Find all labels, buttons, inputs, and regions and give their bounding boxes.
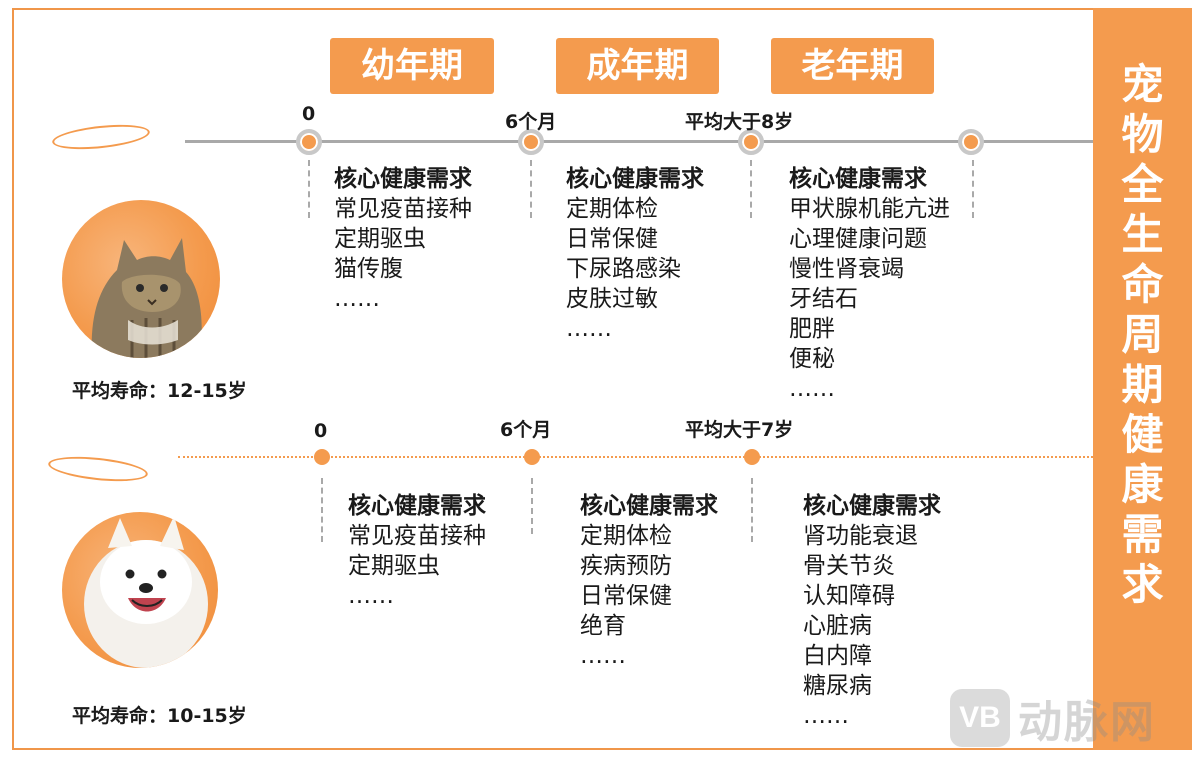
watermark-text: 动脉网 <box>1018 697 1156 748</box>
dog-tick-0: 0 <box>314 420 328 442</box>
dog-lifespan: 平均寿命：10-15岁 <box>72 705 247 727</box>
side-title-bar <box>1093 8 1192 750</box>
need-item: 猫传腹 <box>334 256 403 282</box>
need-item: 白内障 <box>803 643 872 669</box>
stage-tab-juvenile: 幼年期 <box>330 38 494 94</box>
need-item: 定期驱虫 <box>348 553 440 579</box>
cat-tick-8y: 平均大于8岁 <box>685 111 794 133</box>
side-title-char: 需 <box>1121 510 1164 559</box>
need-item: 骨关节炎 <box>803 553 895 579</box>
needs-heading: 核心健康需求 <box>334 166 472 192</box>
side-title-char: 全 <box>1121 160 1164 209</box>
dog-divider <box>321 478 323 542</box>
dog-avatar <box>62 512 218 668</box>
needs-heading: 核心健康需求 <box>348 493 486 519</box>
side-title-char: 周 <box>1121 310 1164 359</box>
need-item: 甲状腺机能亢进 <box>789 196 950 222</box>
needs-heading: 核心健康需求 <box>803 493 941 519</box>
need-item: 慢性肾衰竭 <box>789 256 904 282</box>
need-item: …… <box>348 583 394 609</box>
dog-tick-7y: 平均大于7岁 <box>685 419 794 441</box>
need-item: 常见疫苗接种 <box>348 523 486 549</box>
dog-timeline-line <box>178 456 1093 458</box>
need-item: 肾功能衰退 <box>803 523 918 549</box>
stage-tab-senior: 老年期 <box>771 38 934 94</box>
need-item: 肥胖 <box>789 316 835 342</box>
cat-node-0 <box>296 129 322 155</box>
cat-divider <box>750 160 752 218</box>
needs-heading: 核心健康需求 <box>566 166 704 192</box>
cat-lifespan: 平均寿命：12-15岁 <box>72 380 247 402</box>
dog-node-7y <box>744 449 760 465</box>
dog-needs-juvenile: 核心健康需求 常见疫苗接种 定期驱虫 …… <box>348 491 486 611</box>
cat-avatar <box>62 200 220 358</box>
dog-divider <box>531 478 533 534</box>
cat-timeline-line <box>185 140 1093 143</box>
need-item: …… <box>803 703 849 729</box>
needs-heading: 核心健康需求 <box>789 166 927 192</box>
cat-node-6m <box>518 129 544 155</box>
side-title-char: 期 <box>1121 360 1164 409</box>
need-item: 定期体检 <box>566 196 658 222</box>
need-item: 便秘 <box>789 346 835 372</box>
need-item: …… <box>334 286 380 312</box>
dog-needs-adult: 核心健康需求 定期体检 疾病预防 日常保健 绝育 …… <box>580 491 718 671</box>
cat-icon <box>91 238 202 358</box>
need-item: 皮肤过敏 <box>566 286 658 312</box>
side-title: 宠 物 全 生 命 周 期 健 康 需 求 <box>1093 60 1192 610</box>
need-item: …… <box>789 376 835 402</box>
dog-node-0 <box>314 449 330 465</box>
need-item: …… <box>566 316 612 342</box>
side-title-char: 健 <box>1121 410 1164 459</box>
need-item: 下尿路感染 <box>566 256 681 282</box>
dog-node-6m <box>524 449 540 465</box>
watermark: VB 动脉网 <box>950 686 1156 750</box>
need-item: 定期体检 <box>580 523 672 549</box>
side-title-char: 宠 <box>1121 60 1164 109</box>
side-title-char: 命 <box>1121 260 1164 309</box>
cat-divider <box>530 160 532 218</box>
need-item: 认知障碍 <box>803 583 895 609</box>
side-title-char: 求 <box>1121 560 1164 609</box>
cat-node-end <box>958 129 984 155</box>
cat-needs-adult: 核心健康需求 定期体检 日常保健 下尿路感染 皮肤过敏 …… <box>566 164 704 344</box>
cat-node-8y <box>738 129 764 155</box>
need-item: 心理健康问题 <box>789 226 927 252</box>
dog-needs-senior: 核心健康需求 肾功能衰退 骨关节炎 认知障碍 心脏病 白内障 糖尿病 …… <box>803 491 941 731</box>
need-item: 糖尿病 <box>803 673 872 699</box>
need-item: 绝育 <box>580 613 626 639</box>
dog-divider <box>751 478 753 542</box>
side-title-char: 物 <box>1121 110 1164 159</box>
need-item: 疾病预防 <box>580 553 672 579</box>
side-title-char: 生 <box>1121 210 1164 259</box>
need-item: 日常保健 <box>580 583 672 609</box>
cat-divider <box>972 160 974 218</box>
cat-needs-senior: 核心健康需求 甲状腺机能亢进 心理健康问题 慢性肾衰竭 牙结石 肥胖 便秘 …… <box>789 164 950 404</box>
dog-icon <box>84 516 208 668</box>
need-item: 牙结石 <box>789 286 858 312</box>
side-title-char: 康 <box>1121 460 1164 509</box>
need-item: 常见疫苗接种 <box>334 196 472 222</box>
cat-tick-6m: 6个月 <box>505 111 557 133</box>
watermark-logo-icon: VB <box>950 689 1010 747</box>
cat-needs-juvenile: 核心健康需求 常见疫苗接种 定期驱虫 猫传腹 …… <box>334 164 472 314</box>
cat-tick-0: 0 <box>302 103 316 125</box>
needs-heading: 核心健康需求 <box>580 493 718 519</box>
dog-tick-6m: 6个月 <box>500 419 552 441</box>
stage-tab-adult: 成年期 <box>556 38 719 94</box>
cat-divider <box>308 160 310 218</box>
need-item: 心脏病 <box>803 613 872 639</box>
need-item: 日常保健 <box>566 226 658 252</box>
need-item: 定期驱虫 <box>334 226 426 252</box>
need-item: …… <box>580 643 626 669</box>
